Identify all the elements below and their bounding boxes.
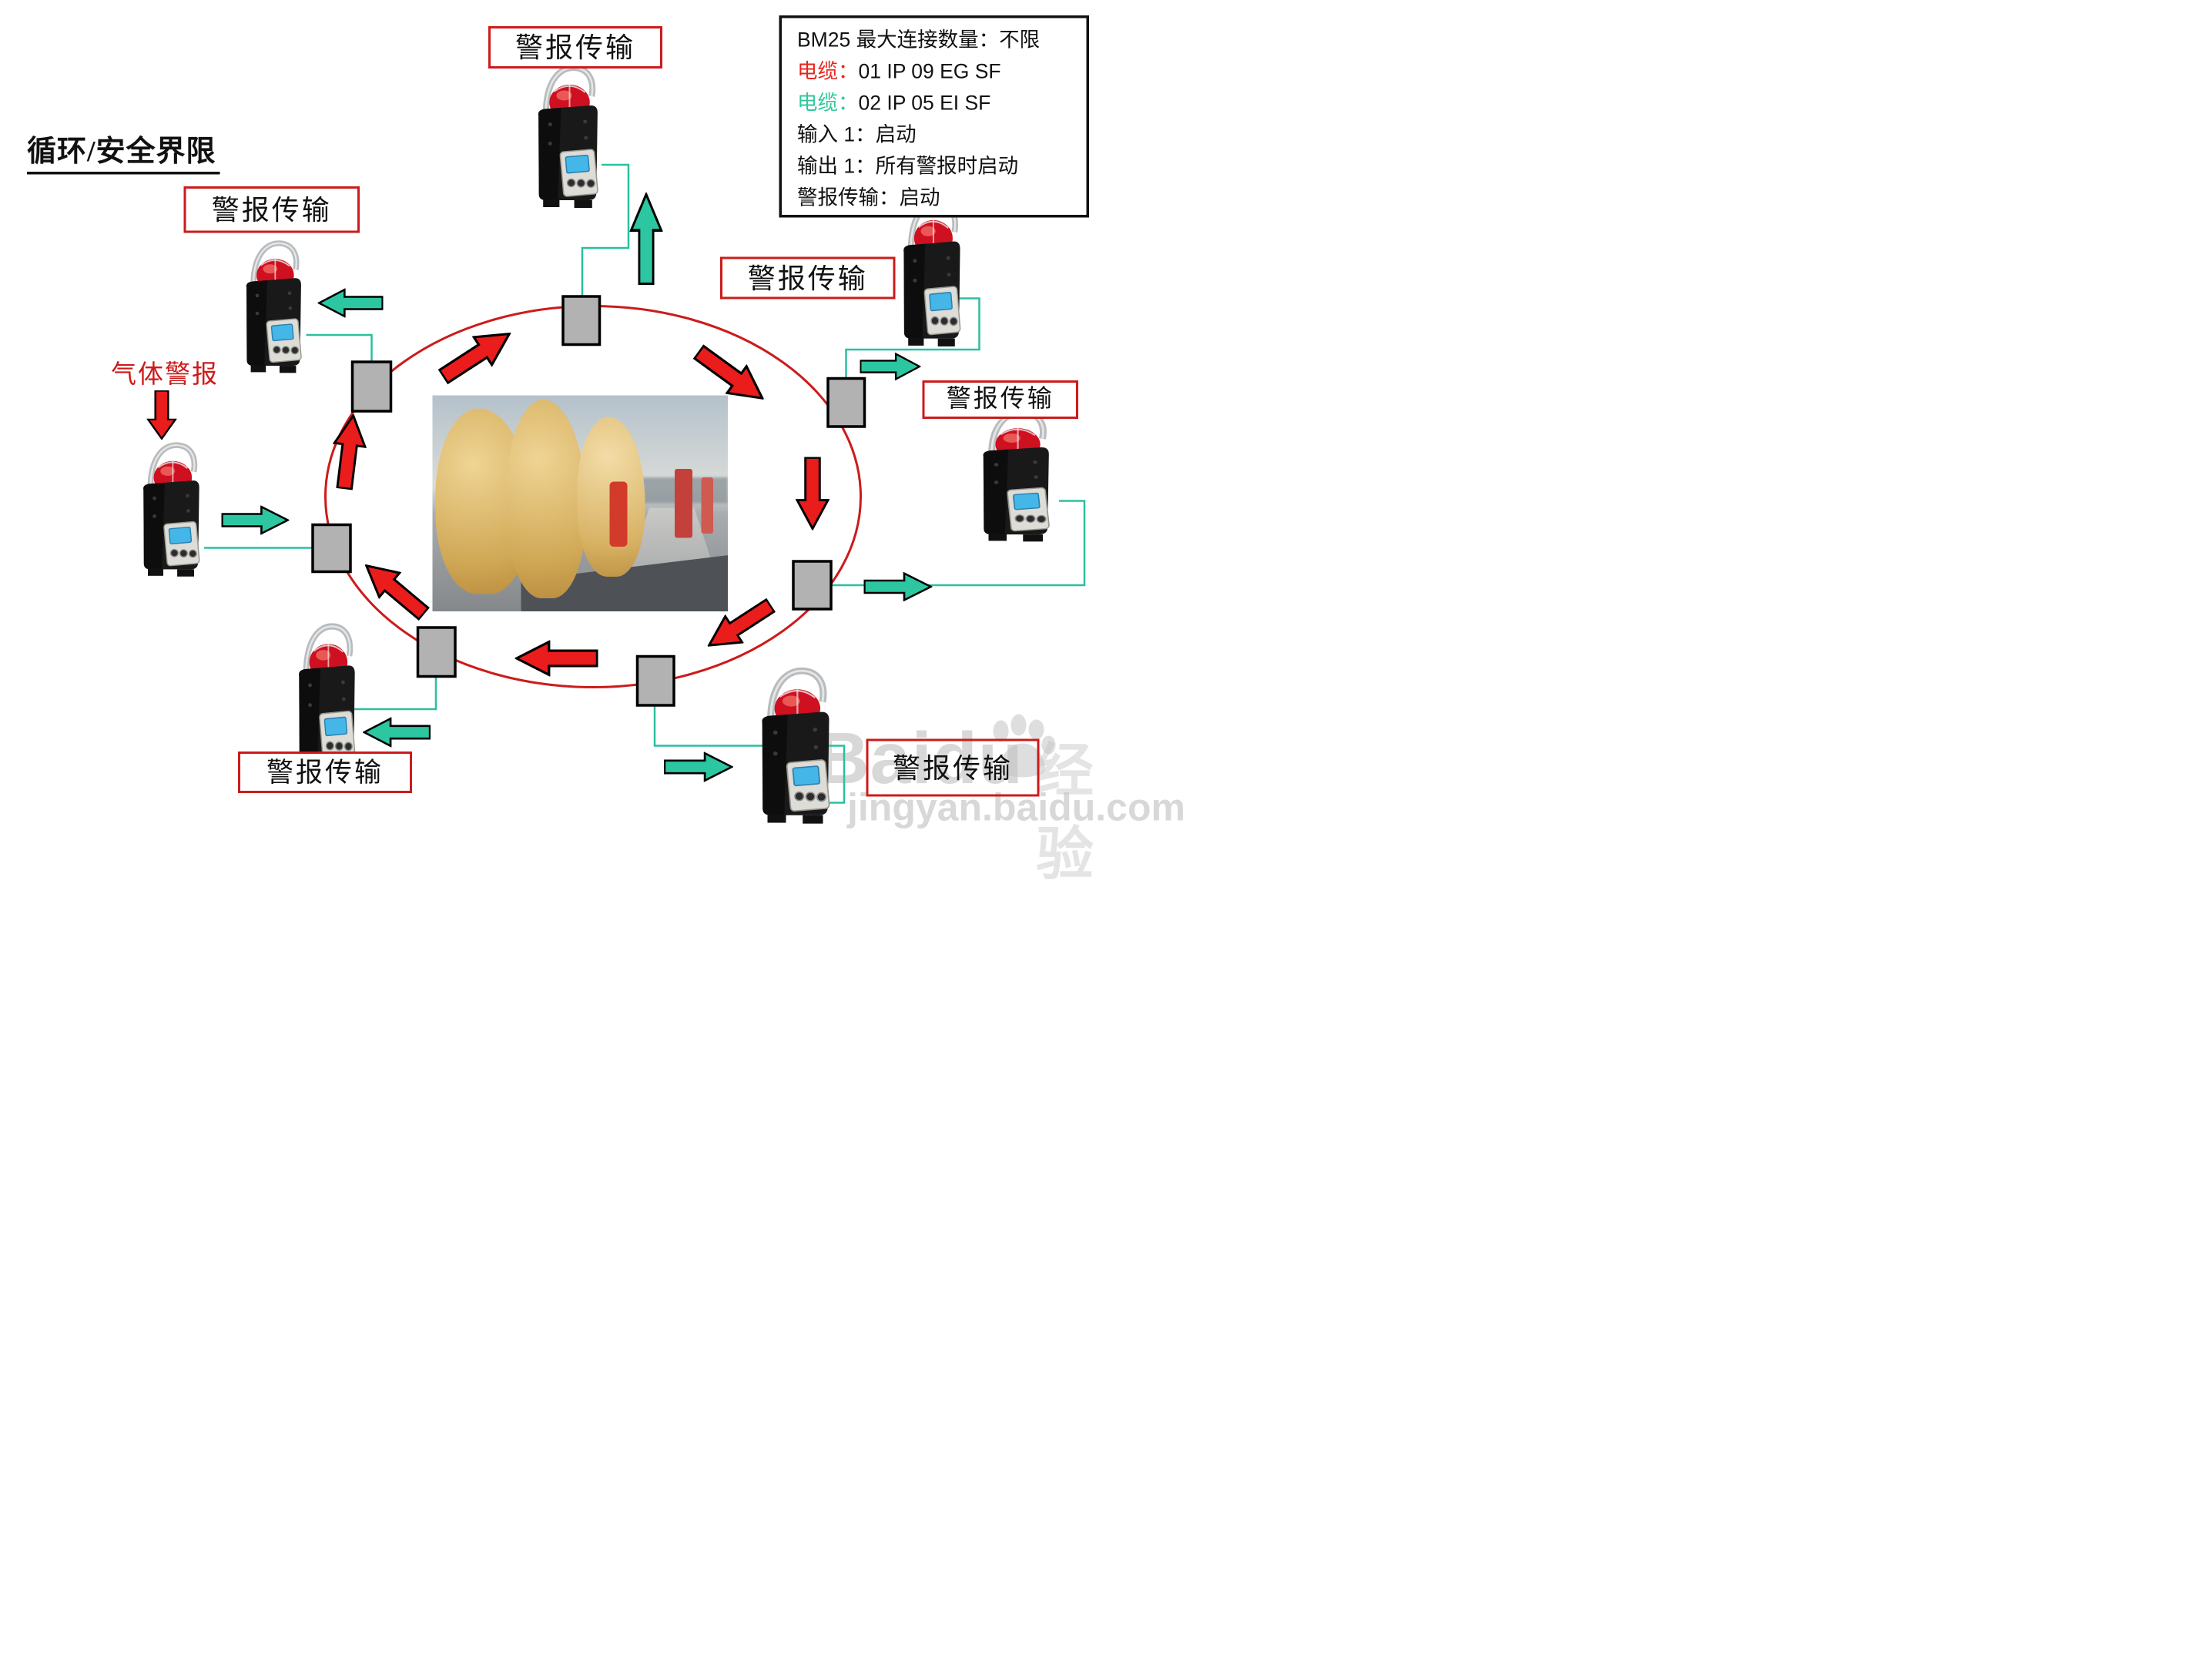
photo-fire-extinguisher bbox=[609, 481, 628, 547]
junction-box-left bbox=[311, 523, 352, 574]
junction-box-group bbox=[311, 295, 866, 707]
photo-hazmat-figure bbox=[506, 400, 586, 599]
baidu-paw-icon bbox=[993, 714, 1056, 778]
device-bottom-left bbox=[299, 626, 355, 772]
junction-box-top bbox=[561, 295, 602, 346]
device-upper-left bbox=[246, 243, 302, 373]
cable-upper-left-device bbox=[306, 333, 373, 362]
photo-fuel-pump bbox=[701, 477, 713, 534]
alarm-transmission-label-bottom-left: 警报传输 bbox=[238, 752, 412, 793]
teal-arrow-bottom-left bbox=[363, 717, 431, 748]
junction-box-bottom-left bbox=[416, 626, 457, 678]
teal-arrow-left bbox=[221, 505, 290, 535]
cable-bottom-left-device bbox=[325, 676, 437, 711]
config-line-alarm-transmission: 警报传输：启动 bbox=[797, 186, 940, 209]
teal-arrow-upper-right bbox=[860, 353, 921, 380]
alarm-transmission-label-upper-right: 警报传输 bbox=[720, 256, 896, 300]
red-arrow-up bbox=[327, 412, 370, 491]
bm25-config-box: BM25 最大连接数量：不限 电缆：01 IP 09 EG SF 电缆：02 I… bbox=[779, 15, 1089, 218]
alarm-transmission-label-top: 警报传输 bbox=[488, 26, 662, 69]
cable-group bbox=[204, 163, 1086, 804]
cable-top-device bbox=[581, 163, 630, 296]
diagram-canvas: Baidu 经验 jingyan.baidu.com bbox=[0, 0, 1185, 886]
junction-box-right bbox=[792, 560, 833, 611]
photo-fuel-pump bbox=[674, 468, 692, 538]
config-line-input-1: 输入 1：启动 bbox=[797, 123, 917, 146]
alarm-transmission-label-right: 警报传输 bbox=[922, 380, 1078, 419]
red-arrow-down bbox=[796, 457, 830, 531]
config-line-max-connections: BM25 最大连接数量：不限 bbox=[797, 28, 1041, 52]
teal-arrow-upper-left bbox=[317, 288, 384, 318]
red-arrow-gas-alarm-down bbox=[146, 390, 177, 440]
alarm-transmission-label-bottom-right: 警报传输 bbox=[866, 738, 1040, 797]
config-line-cable-1: 电缆：01 IP 09 EG SF bbox=[797, 60, 1001, 83]
gas-alarm-label: 气体警报 bbox=[111, 360, 219, 389]
teal-arrow-bottom-right bbox=[664, 752, 733, 782]
cable-right-device bbox=[831, 500, 1086, 587]
teal-arrow-right bbox=[863, 572, 933, 601]
red-arrow-northwest bbox=[355, 552, 435, 628]
junction-box-bottom-center bbox=[635, 654, 675, 707]
device-right bbox=[984, 413, 1050, 541]
ring-diagram bbox=[0, 0, 1086, 828]
alarm-transmission-label-upper-left: 警报传输 bbox=[183, 186, 360, 233]
page-title: 循环/安全界限 bbox=[27, 127, 220, 175]
config-line-output-1: 输出 1：所有警报时启动 bbox=[797, 155, 1019, 178]
junction-box-upper-right bbox=[826, 377, 866, 428]
junction-box-upper-left bbox=[350, 360, 393, 413]
cable-bottom-right-device bbox=[653, 705, 846, 804]
photo-hazmat-scene bbox=[432, 395, 728, 611]
teal-arrow-top bbox=[629, 192, 663, 285]
baidu-watermark-url: jingyan.baidu.com bbox=[847, 785, 1185, 829]
baidu-watermark-brand: Baidu bbox=[816, 717, 1024, 799]
device-upper-right bbox=[903, 203, 960, 346]
device-left-gas-alarm bbox=[143, 445, 199, 577]
cable-upper-right-device bbox=[845, 297, 980, 379]
device-top bbox=[538, 68, 598, 208]
device-bottom-right bbox=[762, 671, 830, 823]
red-arrow-left bbox=[515, 640, 598, 677]
config-line-cable-2: 电缆：02 IP 05 EI SF bbox=[797, 92, 991, 115]
red-arrow-northeast bbox=[433, 319, 520, 392]
